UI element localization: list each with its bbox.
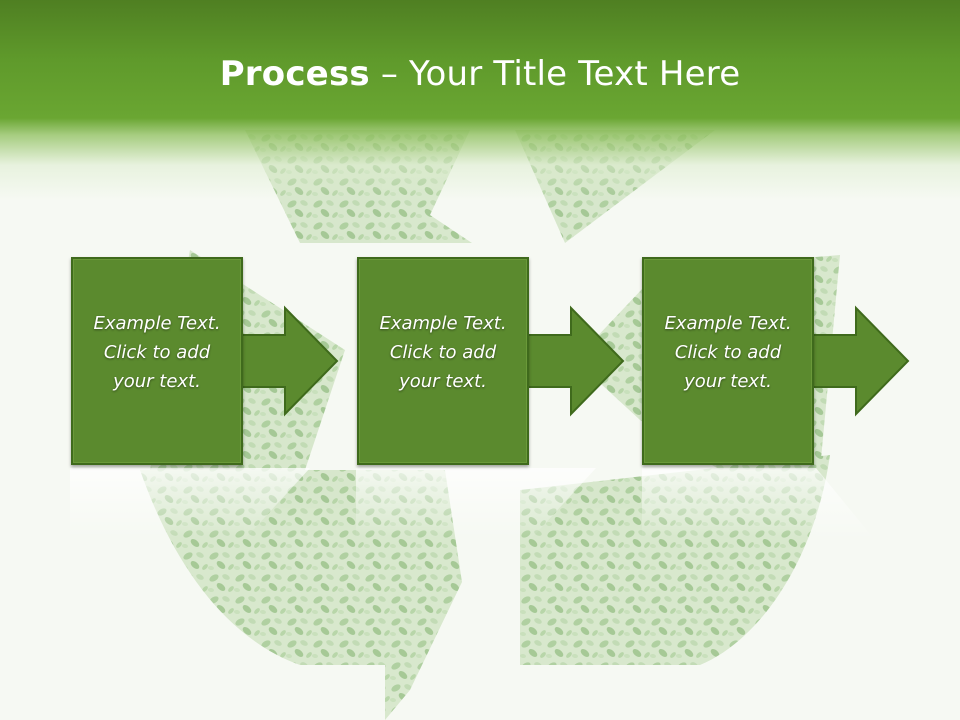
header-band [0,0,960,200]
step-text-1: Example Text. Click to add your text. [93,312,221,392]
step-text-3: Example Text. Click to add your text. [664,312,792,392]
step-box-3[interactable]: Example Text. Click to add your text. [642,257,814,465]
title-rest-part: – Your Title Text Here [369,54,741,94]
slide-title[interactable]: Process – Your Title Text Here [0,52,960,96]
step-box-2[interactable]: Example Text. Click to add your text. [357,257,529,465]
step-box-1[interactable]: Example Text. Click to add your text. [71,257,243,465]
step-text-2: Example Text. Click to add your text. [379,312,507,392]
title-bold-part: Process [219,54,370,94]
